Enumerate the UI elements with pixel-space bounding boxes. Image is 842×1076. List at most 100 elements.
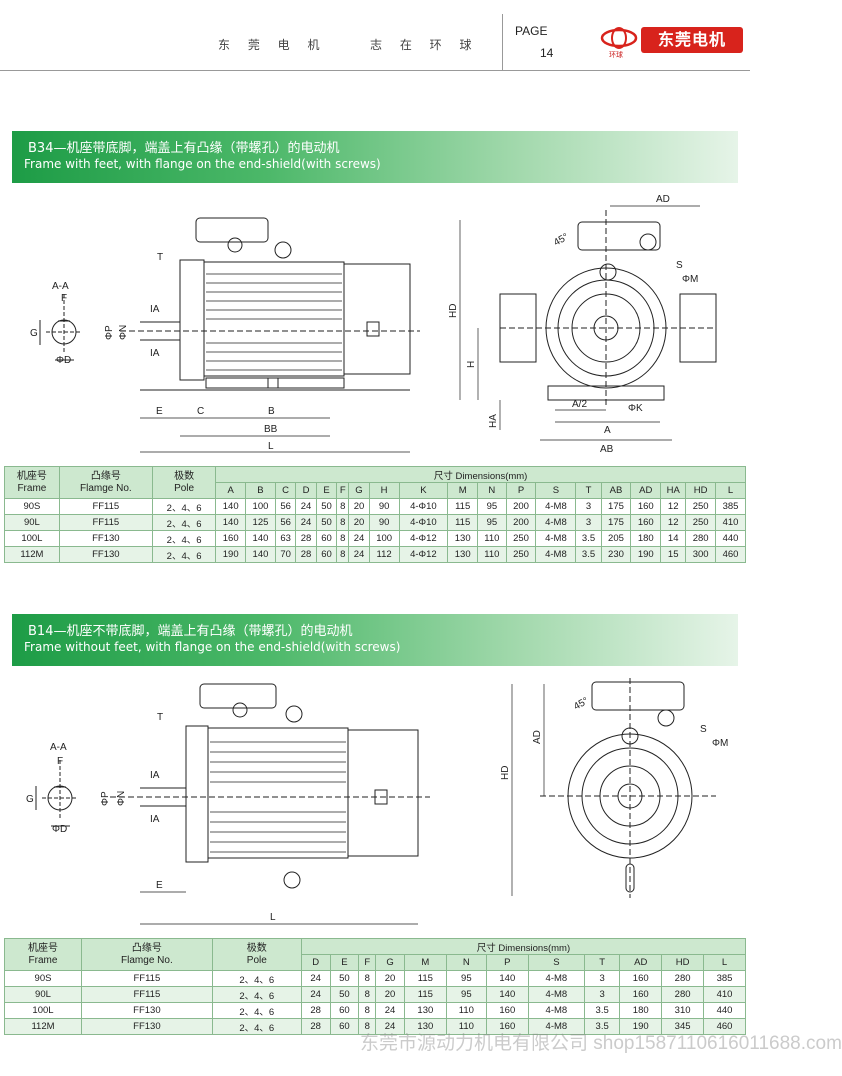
dim-lines-side: [140, 417, 410, 453]
s2-table-cell: 280: [661, 970, 705, 987]
s2-table-cell: 112M: [4, 1018, 82, 1035]
s1-table-cell: 250: [505, 546, 537, 563]
s1-table-cell: 410: [715, 514, 746, 531]
s2-table-cell: 2、4、6: [211, 986, 302, 1003]
s2-table-cell: 4-M8: [527, 970, 586, 987]
s1-dim-header: A: [215, 482, 247, 499]
s1-table-cell: FF130: [58, 530, 153, 547]
s1-table-cell: 115: [447, 514, 479, 531]
section2-title-cn: B14—机座不带底脚，端盖上有凸缘（带螺孔）的电动机: [28, 624, 353, 639]
s1-dim-header: HA: [660, 482, 687, 499]
s2-table-cell: 440: [703, 1002, 746, 1019]
s1-table-cell: 60: [315, 546, 338, 563]
s1-table-cell: 8: [336, 530, 350, 547]
s2-dim-header: P: [485, 954, 529, 971]
s1-table-cell: 56: [274, 514, 297, 531]
s1-table-cell: 200: [505, 514, 537, 531]
header-divider: [502, 14, 503, 70]
s2-table-cell: 4-M8: [527, 1002, 586, 1019]
s1-table-cell: 160: [215, 530, 247, 547]
slogan-right: 志 在 环 球: [370, 38, 479, 52]
section1-title-cn: B34—机座带底脚，端盖上有凸缘（带螺孔）的电动机: [28, 141, 340, 156]
s2-table-cell: 8: [358, 1018, 377, 1035]
s2-table-cell: 2、4、6: [211, 1018, 302, 1035]
s1-table-cell: 20: [348, 498, 370, 515]
s1-table-cell: 140: [215, 514, 247, 531]
s1-table-cell: 24: [348, 530, 370, 547]
page-number: 14: [540, 46, 554, 60]
s2-table-cell: 310: [661, 1002, 705, 1019]
shaft-section-aa-2: [35, 760, 78, 827]
motor-side-view: [120, 217, 420, 391]
s2-table-cell: 3: [583, 986, 621, 1003]
s2-table-cell: 90S: [4, 970, 82, 987]
s1-table-cell: 190: [630, 546, 662, 563]
s1-table-cell: 70: [274, 546, 297, 563]
s1-table-cell: 24: [295, 498, 317, 515]
s1-dim-header: HD: [685, 482, 717, 499]
s1-table-cell: 385: [715, 498, 746, 515]
section1-drawing: A-A F G ΦD T IA IA ΦP ΦN E C B BB L: [30, 194, 717, 455]
s2-table-cell: 130: [403, 1018, 447, 1035]
s2-table-cell: 110: [445, 1018, 487, 1035]
s2-table-cell: 24: [300, 970, 331, 987]
s1-table-cell: 4-Φ10: [398, 514, 449, 531]
label-angle: 45°: [552, 232, 571, 249]
s1-table-cell: 125: [245, 514, 276, 531]
s1-table-cell: 440: [715, 530, 746, 547]
s1-table-cell: 112M: [4, 546, 60, 563]
s1-table-cell: FF130: [58, 546, 153, 563]
s1-dim-header: L: [715, 482, 746, 499]
label-ia-bottom-2: IA: [150, 814, 160, 825]
s1-table-cell: 205: [600, 530, 632, 547]
s1-table-cell: 4-Φ10: [398, 498, 449, 515]
section2-drawing: A-A F G ΦD T IA IA ΦP ΦN E L: [26, 678, 728, 925]
brand-logo: 环球 东莞电机: [597, 24, 747, 59]
label-phi-d: ΦD: [56, 355, 71, 366]
s1-table-cell: 250: [685, 514, 717, 531]
s1-table-cell: 2、4、6: [151, 530, 217, 547]
s1-table-cell: 4-M8: [535, 498, 577, 515]
brand-name: 东莞电机: [641, 27, 743, 53]
s1-table-cell: 110: [477, 546, 507, 563]
label-phi-m-2: ΦM: [712, 738, 728, 749]
s1-table-cell: 460: [715, 546, 746, 563]
s2-table-cell: 50: [329, 970, 360, 987]
s1-table-cell: 4-M8: [535, 514, 577, 531]
brand-emblem-icon: [600, 27, 638, 49]
s1-table-cell: 56: [274, 498, 297, 515]
s2-dim-header: F: [358, 954, 377, 971]
s1-dim-header: H: [368, 482, 400, 499]
s2-dim-header: N: [445, 954, 487, 971]
label-phi-k: ΦK: [628, 403, 643, 414]
motor-end-view: [499, 210, 717, 405]
label-ad-2: AD: [532, 730, 543, 744]
s2-table-cell: 2、4、6: [211, 1002, 302, 1019]
s1-table-cell: 95: [477, 514, 507, 531]
s1-table-cell: 280: [685, 530, 717, 547]
section2-banner: B14—机座不带底脚，端盖上有凸缘（带螺孔）的电动机 Frame without…: [12, 614, 738, 666]
s1-table-cell: 130: [447, 546, 479, 563]
s2-table-cell: 24: [375, 1002, 405, 1019]
s1-table-cell: FF115: [58, 498, 153, 515]
s2-dim-header: S: [527, 954, 586, 971]
s2-table-cell: FF130: [80, 1002, 213, 1019]
s1-dim-header: P: [505, 482, 537, 499]
s1-table-cell: 60: [315, 530, 338, 547]
s1-table-cell: 90L: [4, 514, 60, 531]
section2-title-en: Frame without feet, with flange on the e…: [24, 640, 401, 654]
s2-table-cell: 95: [445, 986, 487, 1003]
s2-table-cell: 385: [703, 970, 746, 987]
s1-table-cell: 130: [447, 530, 479, 547]
label-bb: BB: [264, 424, 278, 435]
label-g: G: [30, 328, 38, 339]
s1-table-cell: 90: [368, 514, 400, 531]
label-phi-p-2: ΦP: [100, 791, 111, 806]
shaft-section-aa: [39, 294, 82, 361]
s2-table-cell: 3.5: [583, 1002, 621, 1019]
